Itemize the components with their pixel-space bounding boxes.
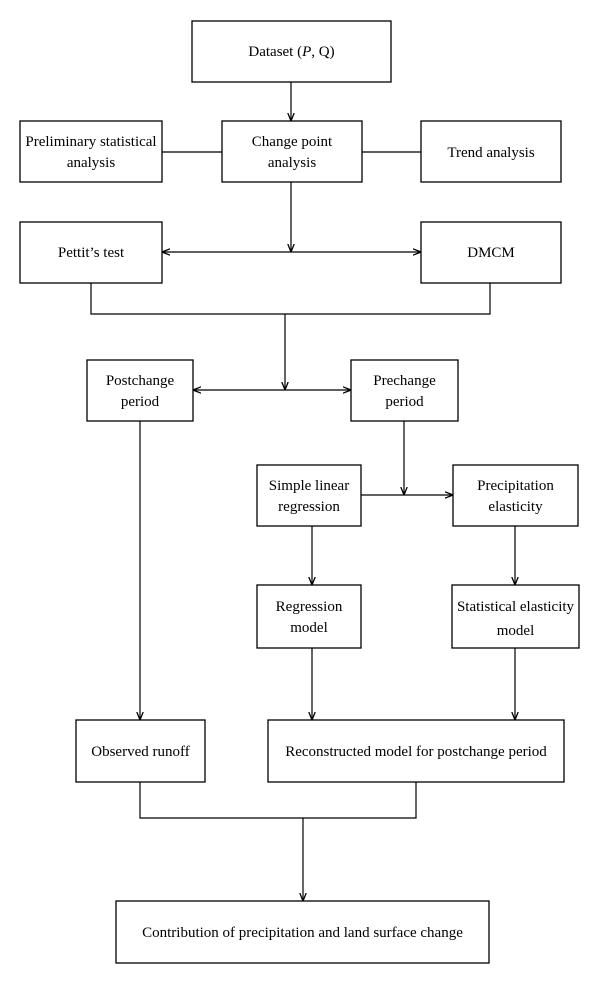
change-point-box: Change point analysis <box>221 120 363 183</box>
precip-elasticity-label-line1: Precipitation <box>477 478 554 494</box>
regression-model-label-line2: model <box>290 620 328 636</box>
regression-model-box: Regression model <box>256 584 362 649</box>
postchange-period-box: Postchange period <box>86 359 194 422</box>
simple-linear-label-line1: Simple linear <box>269 478 349 494</box>
pettit-test-box: Pettit’s test <box>19 221 163 284</box>
trend-analysis-box: Trend analysis <box>420 120 562 183</box>
preliminary-label-line1: Preliminary statistical <box>25 134 156 150</box>
contribution-label: Contribution of precipitation and land s… <box>142 925 463 941</box>
statistical-elasticity-label-line2: model <box>497 623 535 639</box>
precipitation-elasticity-box: Precipitation elasticity <box>452 464 579 527</box>
reconstructed-label: Reconstructed model for postchange perio… <box>285 744 547 760</box>
connectors <box>90 82 515 901</box>
dataset-box: Dataset (P, Q) <box>191 20 392 83</box>
postchange-label-line2: period <box>121 394 160 410</box>
dmcm-label: DMCM <box>467 245 515 261</box>
prechange-label-line1: Prechange <box>373 373 436 389</box>
prechange-period-box: Prechange period <box>350 359 459 422</box>
dmcm-box: DMCM <box>420 221 562 284</box>
simple-linear-regression-box: Simple linear regression <box>256 464 362 527</box>
line-merge-pettit-dmcm <box>90 283 491 315</box>
preliminary-label-line2: analysis <box>67 155 115 171</box>
line-merge-bottom <box>139 782 417 819</box>
simple-linear-label-line2: regression <box>278 499 340 515</box>
preliminary-analysis-box: Preliminary statistical analysis <box>19 120 163 183</box>
contribution-box: Contribution of precipitation and land s… <box>115 900 490 964</box>
observed-runoff-label: Observed runoff <box>91 744 189 760</box>
precip-elasticity-label-line2: elasticity <box>488 499 543 515</box>
observed-runoff-box: Observed runoff <box>75 719 206 783</box>
postchange-label-line1: Postchange <box>106 373 175 389</box>
regression-model-label-line1: Regression <box>276 599 343 615</box>
change-point-label-line2: analysis <box>268 155 316 171</box>
statistical-elasticity-label-line1: Statistical elasticity <box>457 599 575 615</box>
change-point-label-line1: Change point <box>252 134 333 150</box>
statistical-elasticity-model-box: Statistical elasticity model <box>451 584 580 649</box>
prechange-label-line2: period <box>385 394 424 410</box>
trend-label: Trend analysis <box>447 145 535 161</box>
dataset-label: Dataset (P, Q) <box>248 44 334 60</box>
reconstructed-model-box: Reconstructed model for postchange perio… <box>267 719 565 783</box>
pettit-label: Pettit’s test <box>58 245 125 261</box>
